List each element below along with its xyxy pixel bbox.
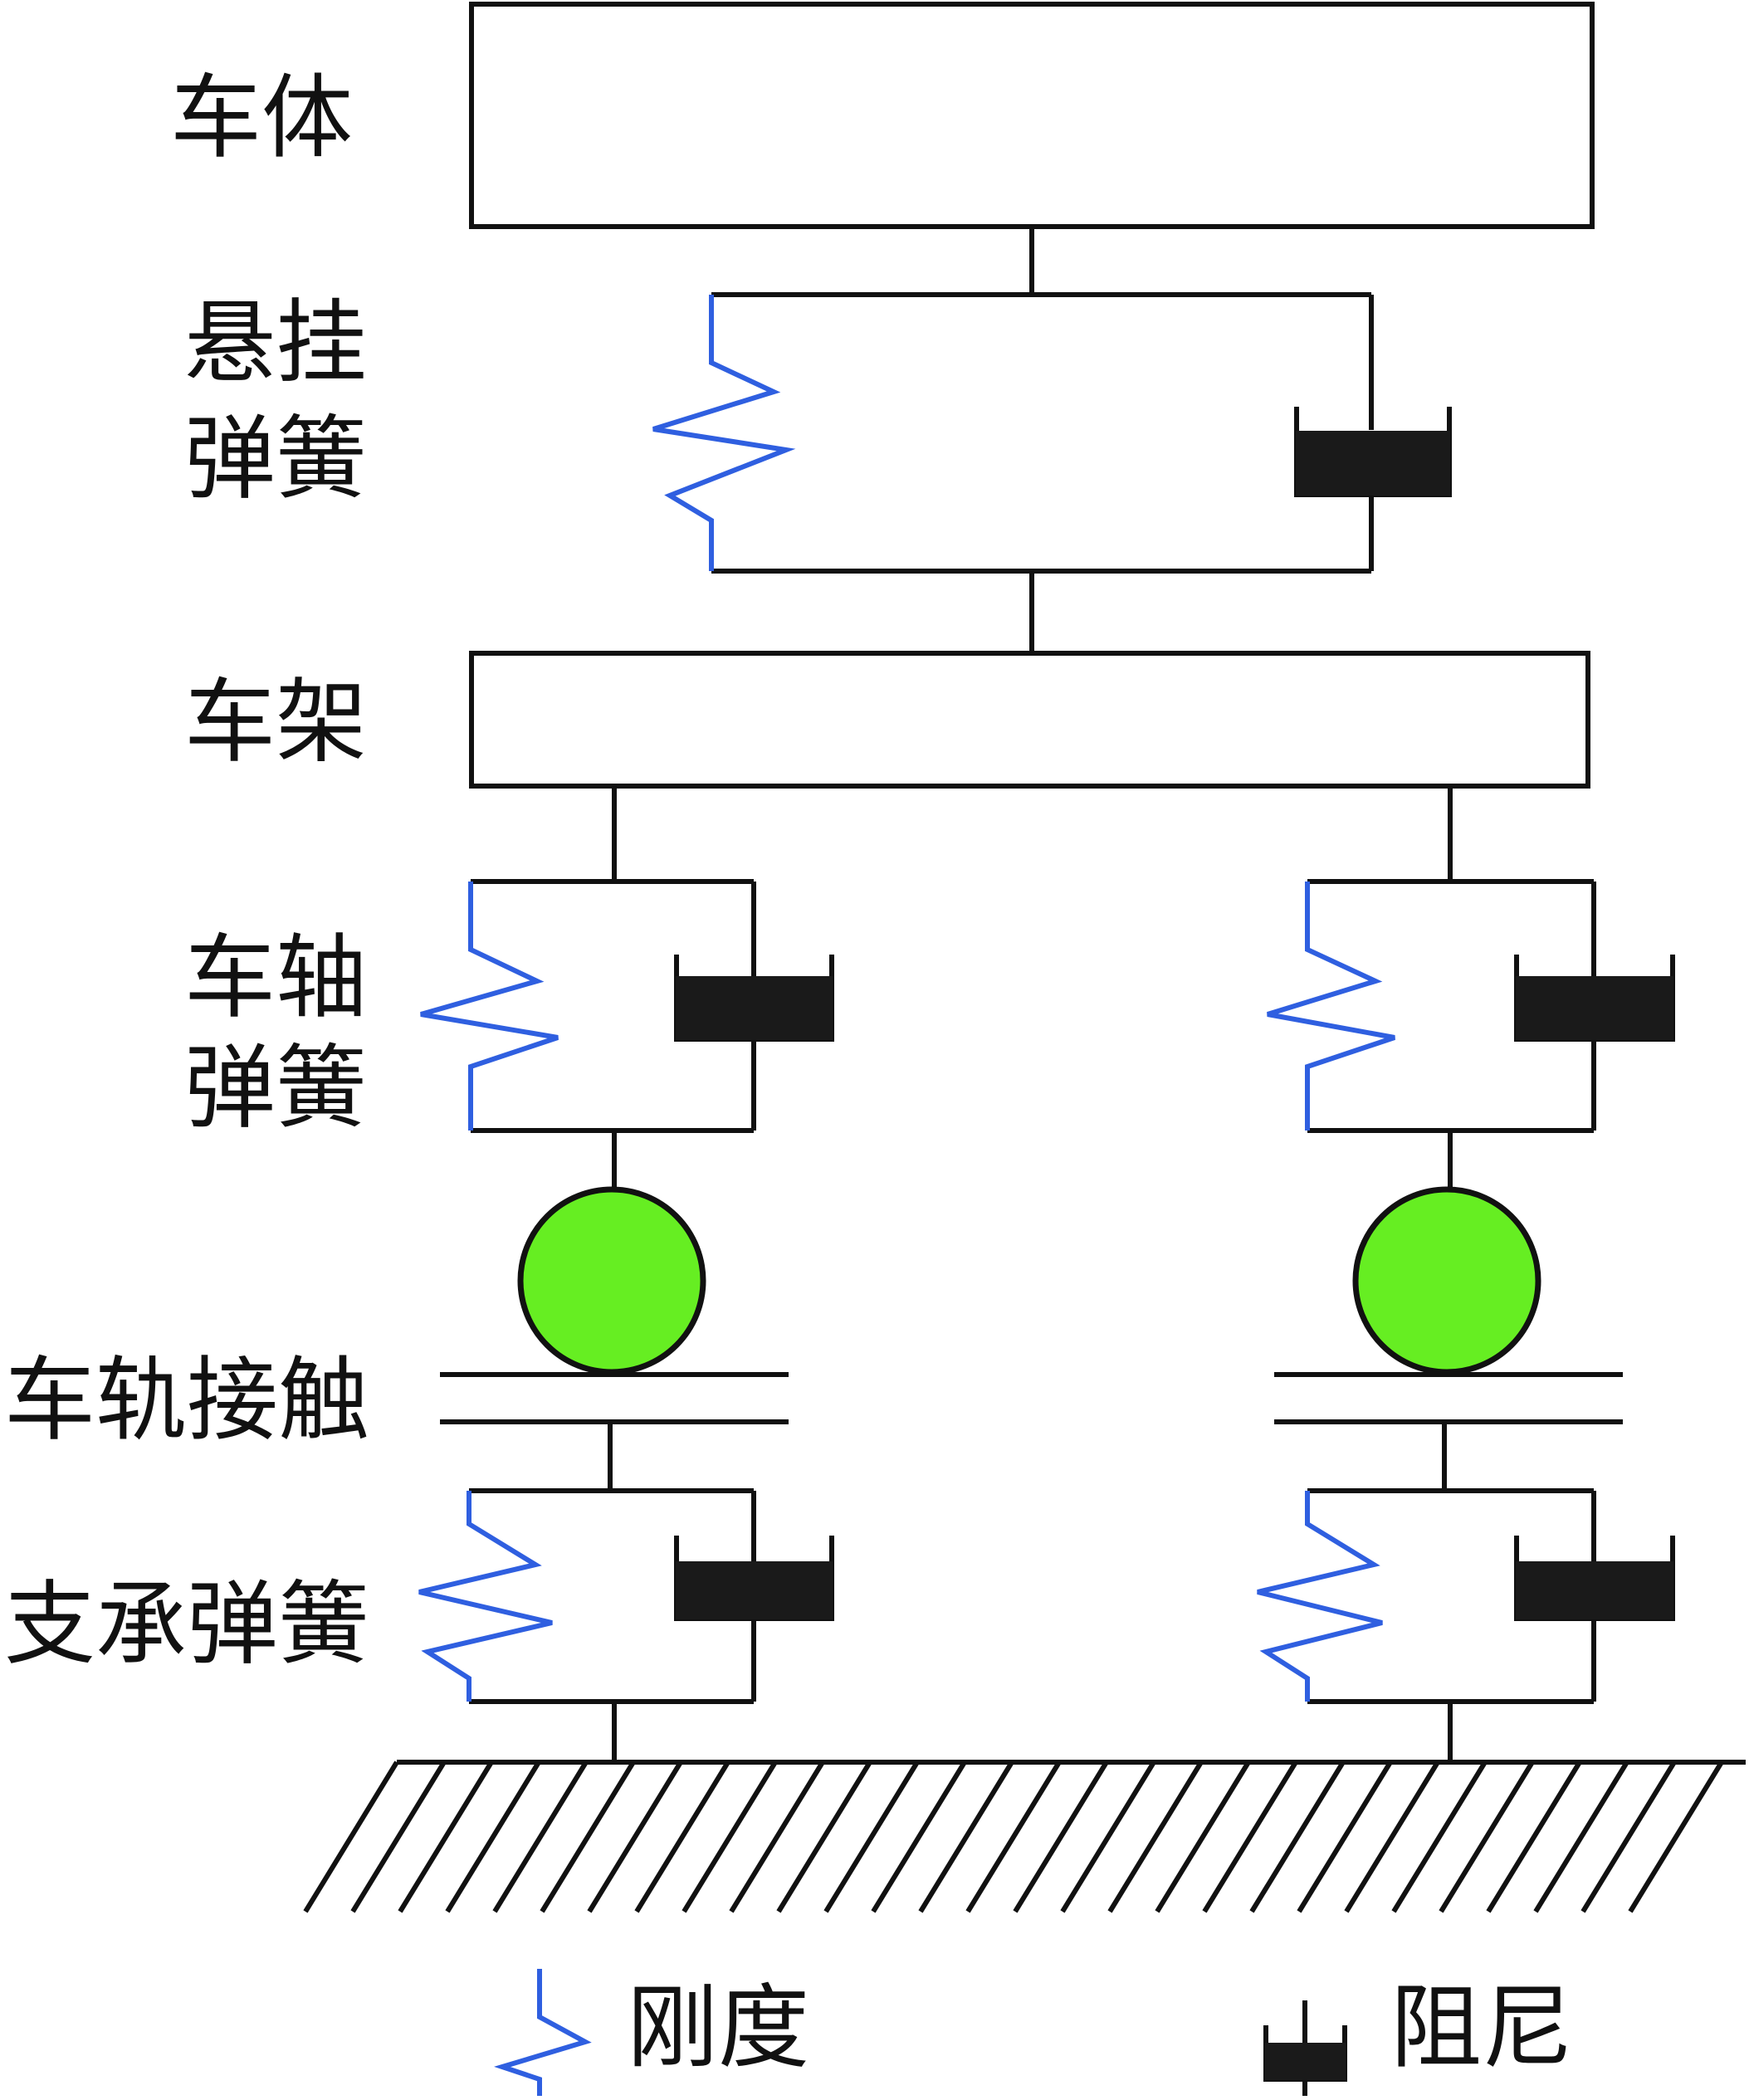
support-spring-assembly-right	[1257, 1488, 1675, 1704]
ground-hatch	[445, 1761, 541, 1913]
label-axle-spring-line1: 车轴	[184, 925, 367, 1031]
wheel-icon-right	[1352, 1186, 1541, 1375]
ground-hatch	[1391, 1761, 1488, 1913]
ground-icon	[303, 1760, 1746, 1913]
ground-hatch	[1297, 1761, 1393, 1913]
wheel-icon-left	[517, 1186, 706, 1375]
legend-stiffness-label: 刚度	[627, 1975, 809, 2081]
label-suspension-spring-line2: 弹簧	[184, 406, 367, 512]
spring-icon	[1267, 882, 1395, 1131]
ground-hatch	[1486, 1761, 1582, 1913]
ground-hatch	[1060, 1761, 1156, 1913]
ground-hatch	[492, 1761, 589, 1913]
damper-icon	[674, 955, 834, 1042]
ground-hatch	[965, 1761, 1062, 1913]
ground-hatch	[823, 1761, 920, 1913]
suspension-assembly	[652, 292, 1452, 574]
damper-icon	[1514, 1536, 1675, 1621]
label-suspension-spring-line1: 悬挂	[184, 290, 367, 396]
ground-hatch	[1249, 1761, 1346, 1913]
ground-hatch	[729, 1761, 825, 1913]
ground-hatch	[350, 1761, 447, 1913]
rail-contact-right	[1274, 1372, 1623, 1424]
ground-hatch	[1580, 1761, 1677, 1913]
support-spring-assembly-left	[418, 1488, 834, 1704]
label-support-spring: 支承弹簧	[4, 1571, 369, 1678]
label-frame: 车架	[184, 669, 367, 775]
damper-icon	[1514, 955, 1675, 1042]
axle-spring-assembly-left	[420, 879, 834, 1133]
damper-icon	[674, 1536, 834, 1621]
ground-hatch	[1107, 1761, 1204, 1913]
label-wheel-rail-contact: 车轨接触	[4, 1347, 369, 1453]
ground-hatch	[634, 1761, 730, 1913]
legend-damping-label: 阻尼	[1390, 1975, 1573, 2081]
spring-icon	[652, 295, 796, 571]
ground-hatch	[1533, 1761, 1629, 1913]
ground-hatch	[1344, 1761, 1440, 1913]
ground-hatch	[587, 1761, 683, 1913]
ground-hatch	[1202, 1761, 1298, 1913]
label-axle-spring-line2: 弹簧	[184, 1035, 367, 1141]
spring-icon	[420, 882, 559, 1131]
label-car-body: 车体	[170, 65, 353, 171]
ground-hatch	[871, 1761, 967, 1913]
ground-hatch	[1013, 1761, 1109, 1913]
ground-hatch	[303, 1761, 399, 1913]
legend-damper-icon	[1263, 2000, 1347, 2096]
ground-hatch	[1439, 1761, 1535, 1913]
ground-hatch	[918, 1761, 1014, 1913]
legend-spring-icon	[494, 1969, 592, 2096]
frame-box	[469, 651, 1590, 789]
car-body-box	[469, 2, 1595, 229]
damper-icon	[1294, 407, 1452, 497]
ground-hatch	[1155, 1761, 1251, 1913]
spring-icon	[418, 1491, 553, 1702]
ground-hatch	[1628, 1761, 1724, 1913]
ground-hatch	[540, 1761, 636, 1913]
ground-hatch	[776, 1761, 872, 1913]
rail-contact-left	[440, 1372, 789, 1424]
axle-spring-assembly-right	[1267, 879, 1675, 1133]
spring-icon	[1257, 1491, 1383, 1702]
ground-hatch	[398, 1761, 494, 1913]
ground-hatch	[682, 1761, 778, 1913]
